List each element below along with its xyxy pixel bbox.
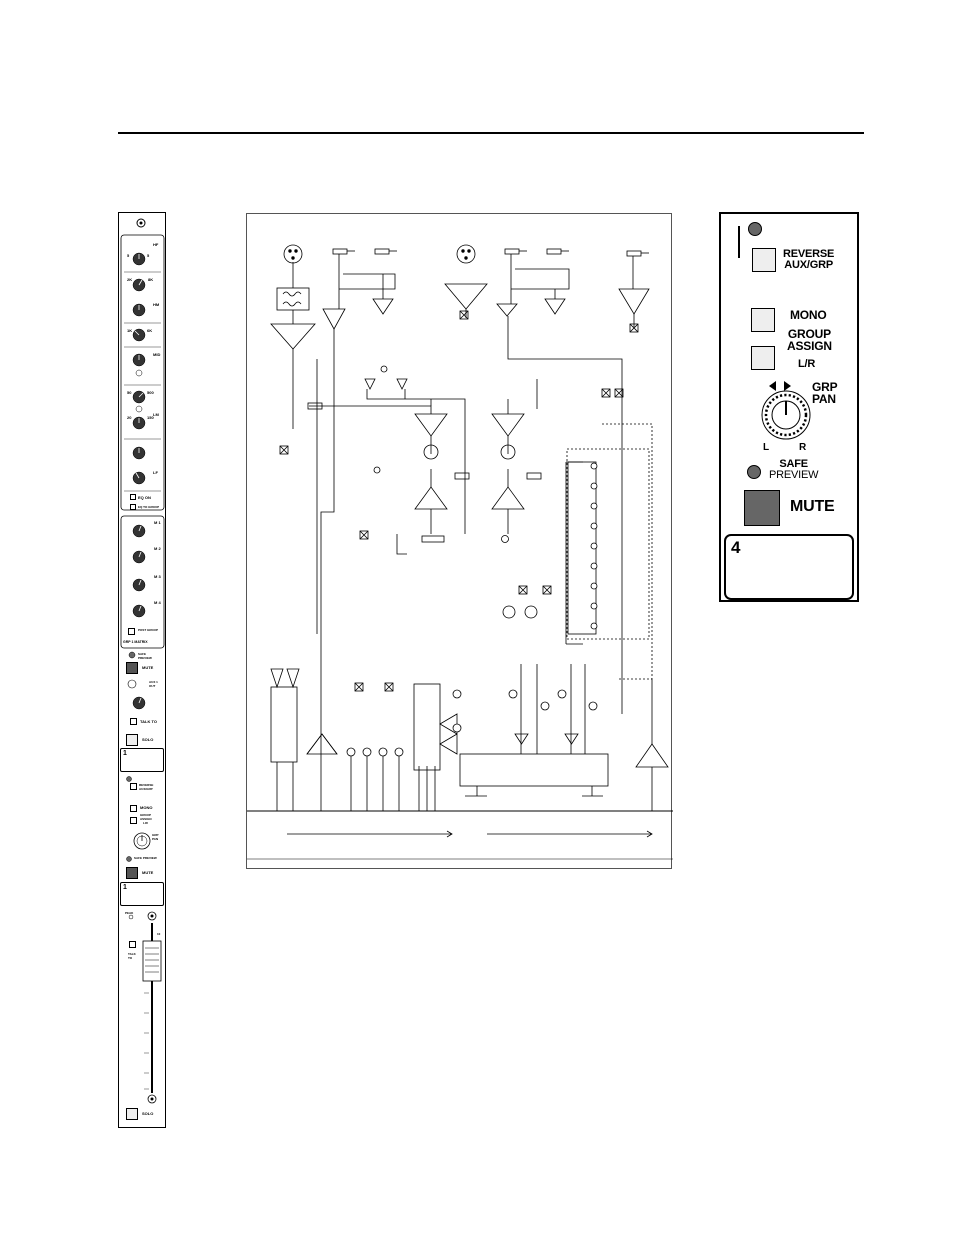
reverse-aux-grp-button[interactable] [130, 783, 137, 790]
strip-grp-pan-label: GRP PAN [152, 833, 159, 841]
eq-mid-label: MID [153, 352, 161, 357]
talk-to-2-label: TALK TO [128, 952, 136, 960]
eq-on-button[interactable] [130, 494, 136, 500]
strip-safe-preview-2-label: SAFE PREVIEW [134, 856, 157, 860]
eq-hm-label: HM [153, 302, 160, 307]
strip-lr-label: L/R [143, 821, 148, 825]
mute-button[interactable] [744, 490, 780, 526]
svg-text:150: 150 [147, 415, 154, 420]
eq-to-group-label: EQ TO GROUP [138, 505, 160, 509]
eq-hf-label: HF [153, 242, 159, 247]
eq-lf-label: LF [153, 470, 158, 475]
pan-left-label: L [763, 442, 769, 453]
channel-strip-art: 5 5 2K 8K 1K 6K 50 500 20 150 [120, 218, 165, 1104]
strip-mute-button[interactable] [126, 662, 138, 674]
strip-safe-preview-label: SAFE PREVIEW [138, 652, 152, 660]
strip-solo-button[interactable] [126, 734, 138, 746]
channel-strip: 5 5 2K 8K 1K 6K 50 500 20 150 [118, 212, 166, 1128]
scribble-strip: 4 [724, 534, 854, 600]
strip-mute-label: MUTE [142, 665, 154, 670]
post-group-button[interactable] [128, 628, 135, 635]
scribble-strip-bottom: 1 [120, 882, 164, 906]
header-rule [118, 132, 864, 134]
talk-to-button[interactable] [130, 718, 137, 725]
svg-text:5: 5 [127, 253, 130, 258]
peak-label: PEAK [125, 911, 134, 915]
svg-text:2K: 2K [127, 277, 132, 282]
strip-solo-2-button[interactable] [126, 1108, 138, 1120]
scribble-strip-number: 4 [731, 538, 741, 557]
strip-solo-label: SOLO [142, 737, 154, 742]
reverse-led-icon [748, 222, 762, 236]
svg-text:6K: 6K [147, 328, 152, 333]
pan-right-arrow-icon [784, 381, 791, 391]
mono-button[interactable] [751, 308, 775, 332]
eq-on-label: EQ ON [138, 495, 151, 500]
strip-lr-button[interactable] [130, 817, 137, 824]
signal-flow-art [247, 244, 673, 860]
grp-pan-knob[interactable] [721, 214, 861, 474]
strip-mono-label: MONO [140, 805, 153, 810]
svg-text:5: 5 [147, 253, 150, 258]
reverse-indicator-line [738, 226, 740, 258]
matrix-footer-label: GRP 1 MATRIX [123, 640, 148, 644]
fader-scale-label: 10 [157, 932, 161, 936]
scribble-strip-top: 1 [120, 748, 164, 772]
strip-mono-button[interactable] [130, 805, 137, 812]
svg-text:8K: 8K [148, 277, 153, 282]
strip-group-assign-label: GROUP ASSIGN [140, 813, 152, 821]
svg-text:50: 50 [127, 390, 132, 395]
lr-label: L/R [798, 358, 816, 370]
mute-label: MUTE [790, 498, 835, 515]
post-group-label: POST GROUP [138, 628, 159, 632]
matrix-m1-label: M 1 [154, 520, 161, 525]
pan-right-label: R [799, 442, 807, 453]
svg-text:20: 20 [127, 415, 132, 420]
strip-solo-2-label: SOLO [142, 1111, 154, 1116]
reverse-label: REVERSE AUX/GRP [139, 783, 154, 791]
strip-mute-2-button[interactable] [126, 867, 138, 879]
aux-out-label: AUX 1 OUT [149, 680, 158, 688]
talk-to-label: TALK TO [140, 719, 157, 724]
matrix-m2-label: M 2 [154, 546, 161, 551]
eq-to-group-button[interactable] [130, 504, 136, 510]
scribble-top-number: 1 [123, 750, 127, 757]
signal-flow-diagram [246, 213, 673, 869]
strip-mute-2-label: MUTE [142, 870, 154, 875]
mono-label: MONO [790, 308, 827, 322]
svg-text:1K: 1K [127, 328, 132, 333]
pan-left-arrow-icon [769, 381, 776, 391]
talk-to-2-button[interactable] [129, 941, 136, 948]
scribble-bottom-number: 1 [123, 884, 127, 891]
svg-text:500: 500 [147, 390, 154, 395]
safe-preview-led-icon [747, 465, 761, 479]
matrix-m3-label: M 3 [154, 574, 161, 579]
matrix-m4-label: M 4 [154, 600, 161, 605]
reverse-aux-grp-button[interactable] [752, 248, 776, 272]
eq-lm-label: LM [153, 412, 159, 417]
lr-button[interactable] [751, 346, 775, 370]
